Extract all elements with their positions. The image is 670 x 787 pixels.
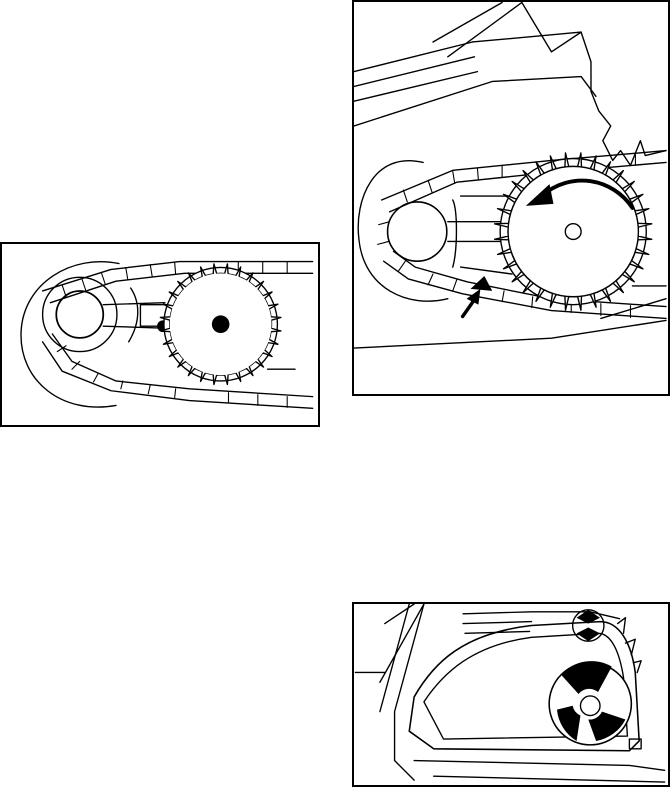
figure-chain-rotation-right-top <box>352 0 670 396</box>
figure-right-top-drawing <box>354 2 668 394</box>
housing-outline <box>21 262 119 407</box>
guide-bar-icon <box>414 761 664 783</box>
clutch-drum-window-icon <box>549 661 631 745</box>
figure-left-drawing <box>2 244 318 425</box>
figure-clutch-cover-right-bottom <box>352 602 670 787</box>
saw-housing-outline <box>354 2 666 165</box>
sprocket-hub-icon <box>565 224 581 240</box>
figure-chain-sprocket-left <box>0 242 320 427</box>
figure-right-bottom-drawing <box>354 604 668 785</box>
clutch-drum-ring <box>358 161 448 302</box>
guide-bar-icon <box>354 299 666 348</box>
clutch-drum-icon <box>388 202 447 261</box>
clutch-drum-ring <box>43 277 117 351</box>
sprocket-hub-dot-icon <box>212 315 230 333</box>
